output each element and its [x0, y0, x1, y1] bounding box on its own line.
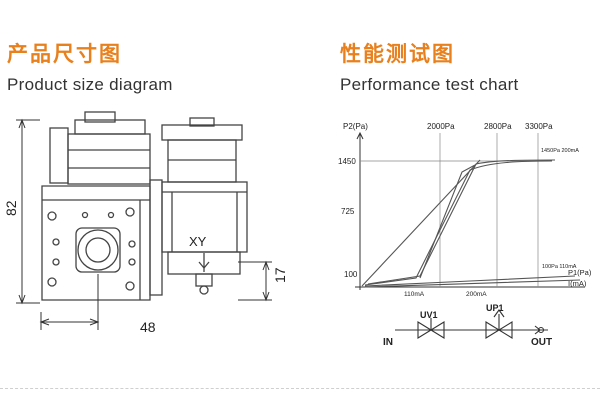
- bottom-divider: [0, 388, 600, 389]
- right-top-cap: [161, 124, 243, 141]
- valve-uv1-symbol: [417, 321, 445, 339]
- right-top-knob: [189, 117, 215, 127]
- x-tick-110ma: 110mA: [404, 291, 425, 298]
- port-outer-circle: [77, 229, 119, 271]
- x-tick-2800: 2800Pa: [484, 122, 512, 131]
- y-tick-1450: 1450: [338, 157, 356, 166]
- valve-schematic: [395, 309, 548, 339]
- schematic-in-label: IN: [383, 337, 393, 348]
- y-axis-label: P2(Pa): [343, 122, 368, 131]
- x-tick-2000: 2000Pa: [427, 122, 455, 131]
- port-square: [75, 227, 121, 273]
- annotation-low: 100Pa 110mA: [542, 264, 577, 270]
- valve-up1-symbol: [485, 321, 513, 339]
- right-coil-body: [167, 139, 237, 183]
- x-tick-3300: 3300Pa: [525, 122, 553, 131]
- product-size-title-en: Product size diagram: [7, 75, 173, 94]
- y-axis-arrow: [356, 131, 364, 140]
- valve-up1-arrow: [493, 309, 505, 318]
- curve-steep: [419, 164, 476, 279]
- chart-curves: [361, 159, 581, 288]
- port-inner-circle: [85, 237, 111, 263]
- left-coil-side: [49, 127, 69, 184]
- dim-small-label: 17: [272, 267, 288, 283]
- performance-title-en: Performance test chart: [340, 75, 519, 94]
- x-axis-label: P1(Pa): [568, 268, 592, 277]
- outlet-arrow: [534, 325, 541, 335]
- valve-uv1-label: UV1: [420, 310, 438, 320]
- curve-bottom-1: [364, 279, 581, 288]
- left-top-knob: [84, 111, 116, 123]
- left-coil-body: [67, 133, 151, 185]
- dim-height-label: 82: [3, 200, 19, 216]
- left-valve-body: [41, 185, 151, 301]
- valve-up1-label: UP1: [486, 303, 504, 313]
- annotation-high: 1450Pa 200mA: [541, 148, 579, 154]
- curve-diagonal: [361, 159, 481, 287]
- chart-axes: [355, 131, 585, 290]
- product-size-title-cn: 产品尺寸图: [7, 42, 122, 66]
- x-axis-label-2: I(mA): [568, 279, 587, 288]
- dim-width-label: 48: [140, 319, 156, 335]
- xy-label: XY: [189, 234, 207, 249]
- schematic-out-label: OUT: [531, 337, 552, 348]
- curve-bottom-2: [364, 275, 576, 287]
- right-nozzle: [195, 273, 213, 287]
- y-tick-100: 100: [344, 270, 358, 279]
- left-flange: [149, 179, 163, 296]
- performance-title-cn: 性能测试图: [340, 42, 455, 66]
- chart-grid: [360, 133, 548, 287]
- x-tick-200ma: 200mA: [466, 291, 487, 298]
- curve-upper: [367, 159, 556, 285]
- y-tick-725: 725: [341, 207, 355, 216]
- dimension-lines: [16, 118, 272, 330]
- product-drawing: [41, 111, 248, 301]
